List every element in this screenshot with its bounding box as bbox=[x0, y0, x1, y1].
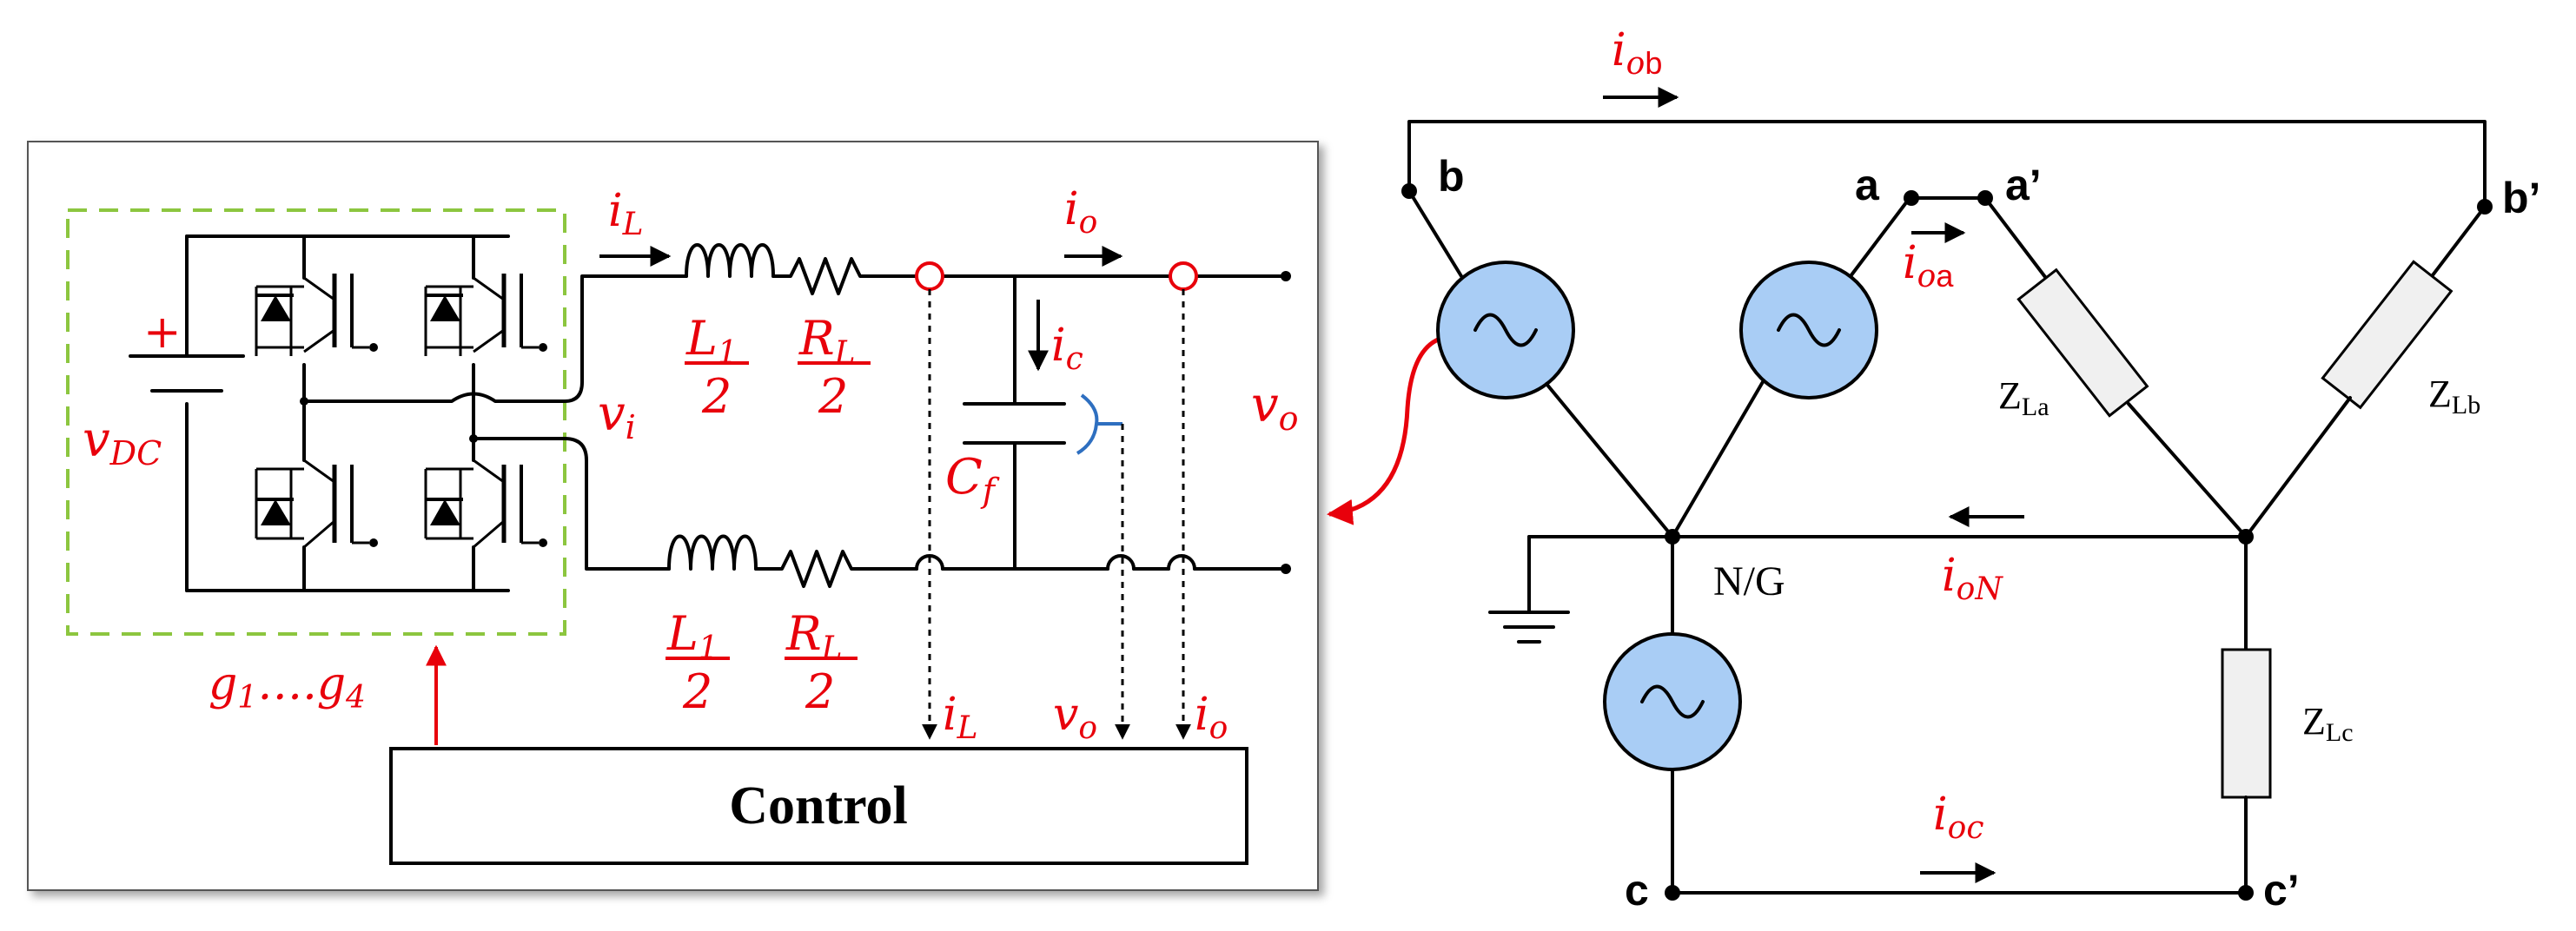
vdc-label: vDC bbox=[83, 412, 162, 472]
vo-measure-label: vo bbox=[1053, 689, 1097, 746]
svg-text:2: 2 bbox=[818, 369, 848, 424]
igbt-1 bbox=[255, 274, 378, 356]
zlb-label: ZLb bbox=[2428, 373, 2480, 419]
io-measure-label: io bbox=[1195, 689, 1228, 746]
il-label: iL bbox=[608, 185, 644, 242]
ic-label: ic bbox=[1051, 320, 1083, 377]
iob-label: iob bbox=[1612, 24, 1662, 82]
filter-capacitor bbox=[963, 274, 1122, 571]
gates-label: g1….g4 bbox=[209, 658, 366, 716]
zlc-label: ZLc bbox=[2302, 700, 2354, 747]
node-a-prime-label: a’ bbox=[2005, 161, 2042, 209]
vi-label: vi bbox=[598, 386, 636, 446]
l1-top-label: L1 2 bbox=[685, 311, 749, 424]
vdc-plus-sign: + bbox=[143, 307, 182, 359]
rl-bottom-label: RL 2 bbox=[785, 606, 858, 719]
igbt-3 bbox=[424, 274, 547, 356]
svg-text:2: 2 bbox=[682, 664, 712, 719]
h-bridge-switches bbox=[255, 234, 610, 592]
ioc-label: ioc bbox=[1933, 789, 1983, 846]
zla-label: ZLa bbox=[1998, 374, 2050, 421]
filter-top-branch bbox=[606, 243, 1291, 295]
svg-text:2: 2 bbox=[805, 664, 835, 719]
node-c bbox=[1665, 885, 1680, 901]
ion-label: ioN bbox=[1942, 550, 2003, 607]
impedance-zla bbox=[2016, 267, 2149, 418]
il-measure-label: iL bbox=[943, 689, 978, 746]
h-bridge-dashed-box bbox=[66, 208, 566, 636]
rl-top-label: RL 2 bbox=[798, 311, 871, 424]
node-c-prime-label: c’ bbox=[2263, 866, 2300, 914]
igbt-2 bbox=[255, 459, 378, 549]
svg-text:RL: RL bbox=[785, 606, 843, 666]
dc-source bbox=[129, 234, 510, 592]
control-block bbox=[389, 747, 1248, 865]
svg-text:RL: RL bbox=[798, 311, 856, 371]
filter-bottom-branch bbox=[606, 534, 1291, 588]
io-label: io bbox=[1064, 183, 1097, 241]
node-b-prime-label: b’ bbox=[2502, 174, 2540, 222]
source-a bbox=[1739, 261, 1878, 399]
ioa-label: ioa bbox=[1903, 237, 1954, 294]
impedance-zlc bbox=[2221, 648, 2272, 799]
three-phase-grid: iob b a a’ ioa ZLa bbox=[1401, 24, 2540, 914]
node-c-label: c bbox=[1625, 866, 1649, 914]
node-b-label: b bbox=[1438, 152, 1465, 201]
vo-output-label: vo bbox=[1251, 377, 1299, 438]
inverter-panel: Control + vDC vi g1….g4 iL io ic L1 2 RL… bbox=[27, 141, 1319, 891]
il-measurement-point bbox=[915, 261, 944, 291]
svg-text:2: 2 bbox=[701, 369, 732, 424]
io-measurement-point bbox=[1169, 261, 1198, 291]
source-c bbox=[1603, 632, 1742, 771]
neutral-label: N/G bbox=[1713, 558, 1785, 604]
source-b bbox=[1436, 261, 1575, 399]
igbt-4 bbox=[424, 459, 547, 549]
control-label: Control bbox=[729, 776, 908, 835]
l1-bottom-label: L1 2 bbox=[666, 606, 730, 719]
node-a-label: a bbox=[1855, 161, 1880, 209]
node-c-prime bbox=[2238, 885, 2254, 901]
source-to-inverter-arrow bbox=[1327, 334, 1447, 525]
impedance-zlb bbox=[2321, 260, 2453, 410]
phase-b-wire bbox=[1407, 120, 2487, 206]
